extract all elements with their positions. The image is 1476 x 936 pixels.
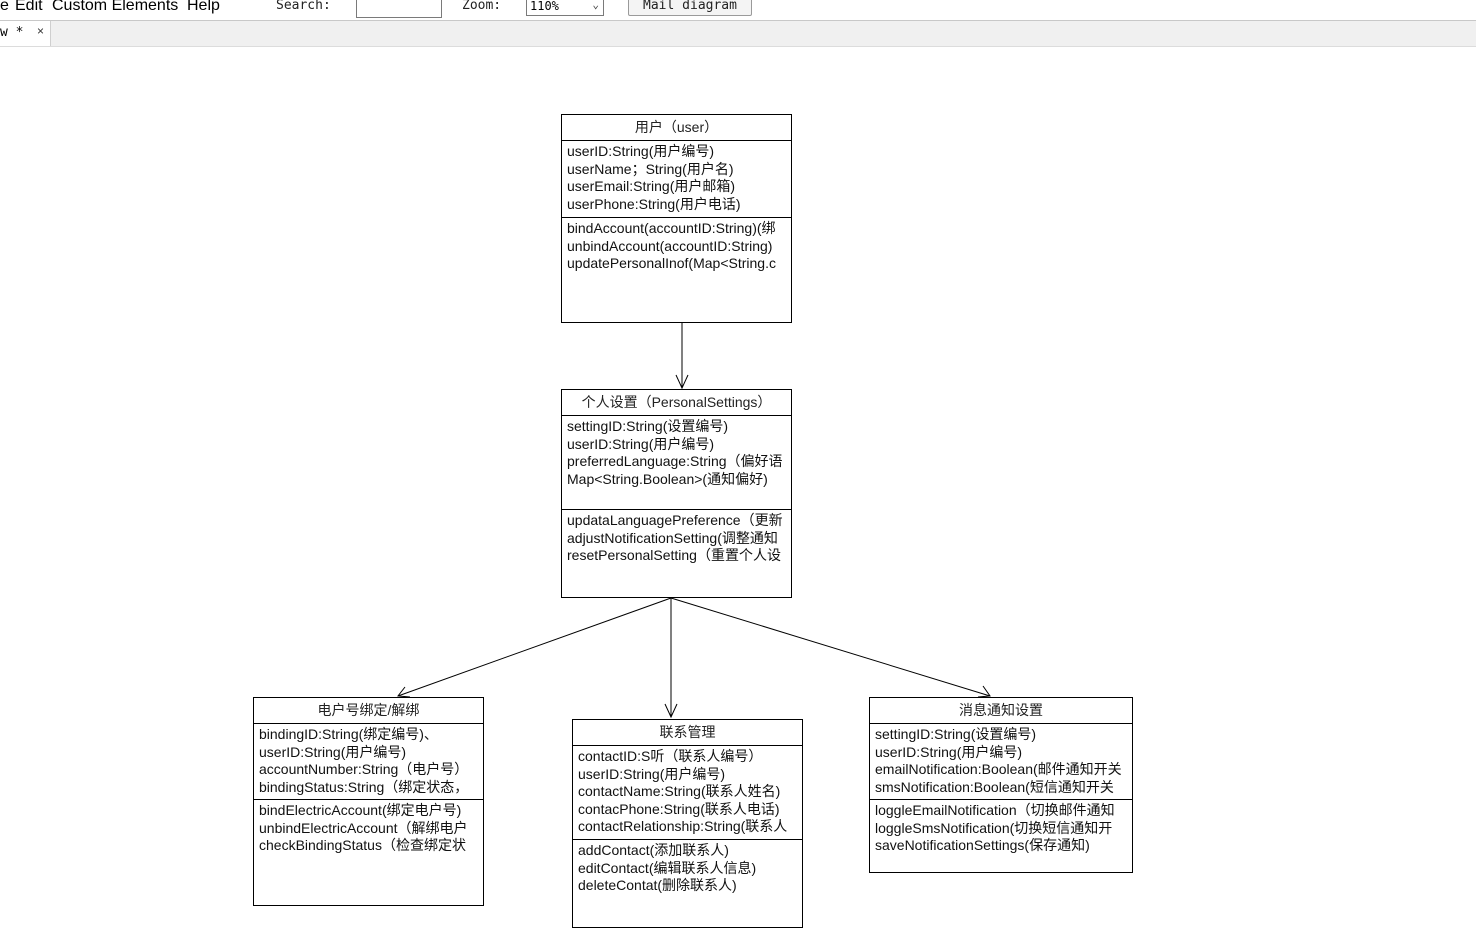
arrowhead-icon — [664, 703, 678, 719]
menu-bar: e Edit Custom Elements Help Search: Zoom… — [0, 0, 1476, 21]
class-name: 电户号绑定/解绑 — [254, 698, 483, 724]
attribute: Map<String.Boolean>(通知偏好) — [567, 470, 768, 487]
operations-compartment: loggleEmailNotification（切换邮件通知 loggleSms… — [870, 800, 1132, 855]
class-personal-settings[interactable]: 个人设置（PersonalSettings） settingID:String(… — [561, 389, 792, 598]
operations-compartment: updataLanguagePreference（更新 adjustNotifi… — [562, 510, 791, 565]
search-input[interactable] — [356, 0, 442, 18]
arrowhead-icon — [675, 374, 689, 390]
operation: loggleEmailNotification（切换邮件通知 — [875, 802, 1115, 818]
operation: resetPersonalSetting（重置个人设 — [567, 547, 781, 563]
attributes-compartment: contactID:S听（联系人编号） userID:String(用户编号) … — [573, 746, 802, 840]
operation: unbindAccount(accountID:String) — [567, 237, 773, 254]
attributes-compartment: userID:String(用户编号) userName；String(用户名)… — [562, 141, 791, 218]
attribute: userID:String(用户编号) — [259, 743, 407, 760]
attribute: bindingID:String(绑定编号)、 — [259, 726, 438, 742]
attribute: contactRelationship:String(联系人 — [578, 818, 788, 834]
link-settings-notify — [670, 597, 991, 697]
attribute: contactName:String(联系人姓名) — [578, 783, 781, 799]
menu-help[interactable]: Help — [187, 0, 220, 14]
search-label: Search: — [276, 0, 331, 13]
attribute: accountNumber:String（电户号） — [259, 761, 469, 777]
menu-file[interactable]: e — [0, 0, 9, 14]
link-settings-binding — [397, 597, 672, 697]
operation: addContact(添加联系人) — [578, 842, 729, 858]
operation: adjustNotificationSetting(调整通知 — [567, 529, 778, 546]
tab-diagram[interactable]: w * × — [0, 21, 51, 46]
attribute: contactID:S听（联系人编号） — [578, 748, 763, 764]
class-contact-management[interactable]: 联系管理 contactID:S听（联系人编号） userID:String(用… — [572, 719, 803, 928]
chevron-down-icon: ⌄ — [592, 0, 599, 11]
mail-diagram-button[interactable]: Mail diagram — [628, 0, 752, 16]
operation: deleteContat(删除联系人) — [578, 877, 737, 893]
attribute: bindingStatus:String（绑定状态， — [259, 778, 469, 795]
zoom-select[interactable]: 110% ⌄ — [526, 0, 604, 16]
operations-compartment: bindAccount(accountID:String)(绑 unbindAc… — [562, 218, 791, 273]
attribute: preferredLanguage:String（偏好语 — [567, 453, 783, 469]
tab-bar: w * × — [0, 21, 1476, 47]
class-name: 消息通知设置 — [870, 698, 1132, 724]
operation: bindElectricAccount(绑定电户号) — [259, 802, 462, 818]
attribute: userID:String(用户编号) — [875, 743, 1023, 760]
attributes-compartment: settingID:String(设置编号) userID:String(用户编… — [870, 724, 1132, 800]
class-name: 用户（user） — [562, 115, 791, 141]
class-account-binding[interactable]: 电户号绑定/解绑 bindingID:String(绑定编号)、 userID:… — [253, 697, 484, 906]
class-notification-settings[interactable]: 消息通知设置 settingID:String(设置编号) userID:Str… — [869, 697, 1133, 873]
close-icon[interactable]: × — [37, 24, 45, 38]
attributes-compartment: bindingID:String(绑定编号)、 userID:String(用户… — [254, 724, 483, 800]
menu-custom-elements[interactable]: Custom Elements — [52, 0, 179, 14]
operation: saveNotificationSettings(保存通知) — [875, 837, 1090, 853]
menu-edit[interactable]: Edit — [15, 0, 43, 14]
attribute: userID:String(用户编号) — [567, 435, 715, 452]
operation: loggleSmsNotification(切换短信通知开 — [875, 819, 1113, 836]
attribute: userName；String(用户名) — [567, 160, 734, 177]
class-user[interactable]: 用户（user） userID:String(用户编号) userName；St… — [561, 114, 792, 323]
attribute: settingID:String(设置编号) — [567, 418, 729, 434]
operations-compartment: addContact(添加联系人) editContact(编辑联系人信息) d… — [573, 840, 802, 895]
attribute: userPhone:String(用户电话) — [567, 195, 741, 212]
operation: bindAccount(accountID:String)(绑 — [567, 220, 776, 236]
attribute: userEmail:String(用户邮箱) — [567, 178, 736, 194]
attribute: userID:String(用户编号) — [567, 143, 715, 159]
operation: editContact(编辑联系人信息) — [578, 859, 757, 876]
operation: updatePersonalInof(Map<String.c — [567, 255, 776, 271]
operation: checkBindingStatus（检查绑定状 — [259, 837, 466, 853]
zoom-value: 110% — [530, 0, 559, 13]
class-name: 联系管理 — [573, 720, 802, 746]
attribute: userID:String(用户编号) — [578, 765, 726, 782]
tab-title: w * — [0, 25, 24, 40]
attribute: smsNotification:Boolean(短信通知开关 — [875, 778, 1114, 795]
arrowhead-icon — [397, 686, 411, 698]
attributes-compartment: settingID:String(设置编号) userID:String(用户编… — [562, 416, 791, 510]
operation: updataLanguagePreference（更新 — [567, 512, 783, 528]
attribute: emailNotification:Boolean(邮件通知开关 — [875, 761, 1122, 777]
zoom-label: Zoom: — [462, 0, 502, 13]
operation: unbindElectricAccount（解绑电户 — [259, 819, 468, 836]
arrowhead-icon — [977, 685, 991, 698]
class-name: 个人设置（PersonalSettings） — [562, 390, 791, 416]
attribute: contacPhone:String(联系人电话) — [578, 800, 780, 817]
attribute: settingID:String(设置编号) — [875, 726, 1037, 742]
operations-compartment: bindElectricAccount(绑定电户号) unbindElectri… — [254, 800, 483, 855]
